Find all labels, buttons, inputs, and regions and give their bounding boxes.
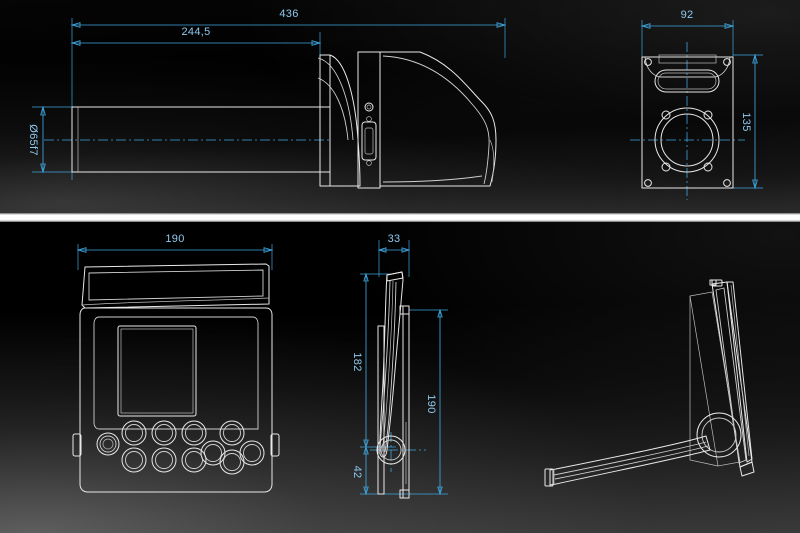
terminal-power-button [96,432,120,456]
view-terminal-side: 33 182 42 190 [351,233,448,499]
dim-182: 182 [351,272,369,449]
plate-slot [654,69,720,93]
dim-244-5: 244,5 [70,26,322,46]
dim-190-height: 190 [425,308,443,496]
tilted-vertical-member [709,279,753,468]
plate-outline [641,54,734,189]
dim-33: 33 [377,233,411,253]
plate-bolt-holes [661,110,713,172]
dim-label-135: 135 [740,112,752,131]
dim-label-42: 42 [351,466,363,479]
plate-bore [654,107,720,173]
terminal-pivot [376,435,406,465]
housing-neck [317,54,361,187]
dim-label-190-height: 190 [425,394,437,413]
terminal-side-profile [379,271,404,458]
dim-label-33: 33 [388,233,401,245]
dim-label-244-5: 244,5 [181,26,210,38]
view-mounting-plate: 92 135 [630,9,763,200]
view-terminal-front: 190 [72,233,280,493]
terminal-visor [81,263,270,309]
dim-92: 92 [640,9,735,29]
tilted-back-plate [689,291,741,467]
plate-slot-inner [657,72,717,90]
dim-436: 436 [70,8,507,28]
housing-cowl [379,51,497,187]
load-cell-tube [71,106,331,173]
dim-label-92: 92 [681,9,694,21]
plate-corner-fixings [644,58,731,187]
terminal-rear-plate [399,305,410,499]
keypad-row-upper [121,420,245,446]
dim-label-diameter: Ø65f7 [27,124,39,155]
dim-42: 42 [351,445,369,496]
terminal-housing [79,307,273,493]
keypad-row-lower [121,447,245,475]
dim-135: 135 [740,53,758,190]
tilted-foot-arm [544,435,711,487]
view-terminal-tilted [544,279,755,487]
terminal-keypad [121,420,265,475]
view-load-cell-side: 436 244,5 Ø65f7 [27,8,507,189]
terminal-bracket-arm [377,325,385,495]
dim-label-182: 182 [351,352,363,371]
terminal-display [117,325,197,417]
dim-label-190-width: 190 [165,233,184,245]
panel-divider [0,213,800,222]
tilted-pivot [696,412,742,458]
bottom-drawing-panel: 190 [0,222,800,533]
connector-plate [357,51,381,189]
tilted-lower-tip [739,461,755,477]
dim-label-436: 436 [279,8,298,20]
terminal-side-clips [72,433,280,457]
dim-190-width: 190 [76,233,274,253]
dim-diameter: Ø65f7 [27,105,76,174]
top-drawing-panel: 436 244,5 Ø65f7 [0,0,800,213]
